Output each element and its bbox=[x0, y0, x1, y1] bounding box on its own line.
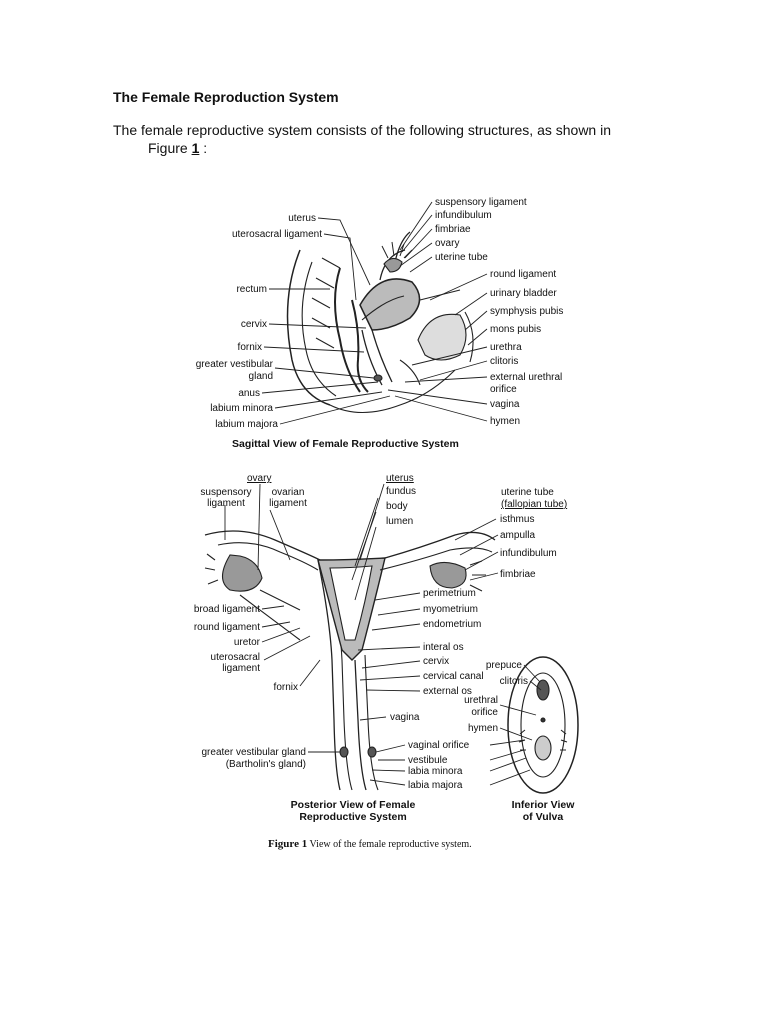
label-ovary: ovary bbox=[435, 238, 459, 249]
intro-text-continued: Figure 1 : bbox=[148, 140, 207, 156]
label-uterosacral: uterosacral bbox=[211, 652, 260, 663]
label-fallopian-tube: (fallopian tube) bbox=[501, 499, 567, 510]
label-fimbriae: fimbriae bbox=[435, 224, 471, 235]
label-uterine-tube-top: uterine tube bbox=[501, 487, 554, 498]
label-labia-majora: labia majora bbox=[408, 780, 463, 791]
sagittal-left-labels: uterus uterosacral ligament rectum cervi… bbox=[196, 213, 322, 430]
label-infundibulum: infundibulum bbox=[435, 210, 492, 221]
vulva-labels: prepuce clitoris urethral orifice hymen bbox=[464, 660, 528, 734]
label-urethra: urethra bbox=[490, 342, 522, 353]
label-vagina-posterior: vagina bbox=[390, 712, 420, 723]
label-cervix: cervix bbox=[241, 319, 267, 330]
label-uterus: uterus bbox=[288, 213, 316, 224]
posterior-drawing bbox=[204, 530, 496, 791]
label-vaginal-orifice: vaginal orifice bbox=[408, 740, 470, 751]
label-suspensory-ligament: suspensory ligament bbox=[435, 197, 527, 208]
label-bartholins-gland: (Bartholin's gland) bbox=[226, 759, 306, 770]
intro-prefix: Figure bbox=[148, 140, 188, 156]
posterior-title-line2: Reproductive System bbox=[299, 811, 406, 823]
label-ovarian: ovarian bbox=[272, 487, 305, 498]
caption-text: View of the female reproductive system. bbox=[307, 839, 472, 850]
label-perimetrium: perimetrium bbox=[423, 588, 476, 599]
label-symphysis-pubis: symphysis pubis bbox=[490, 306, 563, 317]
label-lumen: lumen bbox=[386, 516, 413, 527]
label-ligament-ovarian: ligament bbox=[269, 498, 307, 509]
label-orifice-vulva: orifice bbox=[471, 707, 498, 718]
label-ovary-top: ovary bbox=[247, 473, 271, 484]
label-vagina: vagina bbox=[490, 399, 520, 410]
vulva-leaders bbox=[489, 664, 542, 786]
label-fimbriae-posterior: fimbriae bbox=[500, 569, 536, 580]
sagittal-drawing bbox=[286, 231, 474, 413]
label-myometrium: myometrium bbox=[423, 604, 478, 615]
intro-suffix: : bbox=[199, 140, 208, 156]
label-labia-minora: labia minora bbox=[408, 766, 463, 777]
label-urethral: urethral bbox=[464, 695, 498, 706]
label-mons-pubis: mons pubis bbox=[490, 324, 541, 335]
label-fornix-posterior: fornix bbox=[274, 682, 298, 693]
label-ligament-uterosacral: ligament bbox=[222, 663, 260, 674]
label-clitoris: clitoris bbox=[490, 356, 518, 367]
label-greater-vestibular: greater vestibular bbox=[196, 359, 274, 370]
label-round-ligament-posterior: round ligament bbox=[194, 622, 260, 633]
vulva-title-line1: Inferior View bbox=[512, 799, 576, 811]
label-infundibulum-posterior: infundibulum bbox=[500, 548, 557, 559]
figure-link[interactable]: 1 bbox=[191, 140, 200, 156]
label-labium-majora: labium majora bbox=[215, 419, 278, 430]
label-clitoris-vulva: clitoris bbox=[500, 676, 528, 687]
label-uterus-top: uterus bbox=[386, 473, 414, 484]
label-endometrium: endometrium bbox=[423, 619, 481, 630]
label-body: body bbox=[386, 501, 408, 512]
label-interal-os: interal os bbox=[423, 642, 464, 653]
label-orifice: orifice bbox=[490, 384, 517, 395]
intro-text: The female reproductive system consists … bbox=[113, 122, 611, 138]
caption-label: Figure 1 bbox=[268, 838, 308, 850]
sagittal-right-labels: suspensory ligament infundibulum fimbria… bbox=[435, 197, 563, 427]
label-labium-minora: labium minora bbox=[210, 403, 273, 414]
vulva-title-line2: of Vulva bbox=[523, 811, 564, 823]
label-external-os: external os bbox=[423, 686, 472, 697]
sagittal-leaders bbox=[261, 201, 488, 425]
label-fundus: fundus bbox=[386, 486, 416, 497]
label-vestibule: vestibule bbox=[408, 755, 448, 766]
label-ligament-suspensory: ligament bbox=[207, 498, 245, 509]
posterior-left-labels: broad ligament round ligament uretor ute… bbox=[194, 604, 306, 770]
label-external-urethral: external urethral bbox=[490, 372, 562, 383]
label-fornix: fornix bbox=[238, 342, 262, 353]
label-uretor: uretor bbox=[234, 637, 261, 648]
label-cervical-canal: cervical canal bbox=[423, 671, 484, 682]
label-hymen-vulva: hymen bbox=[468, 723, 498, 734]
label-broad-ligament: broad ligament bbox=[194, 604, 260, 615]
label-anus: anus bbox=[238, 388, 260, 399]
label-gland: gland bbox=[249, 371, 273, 382]
label-urinary-bladder: urinary bladder bbox=[490, 288, 557, 299]
label-hymen: hymen bbox=[490, 416, 520, 427]
label-isthmus: isthmus bbox=[500, 514, 534, 525]
label-uterosacral-ligament: uterosacral ligament bbox=[232, 229, 322, 240]
label-rectum: rectum bbox=[236, 284, 267, 295]
figure-caption: Figure 1 View of the female reproductive… bbox=[268, 838, 472, 850]
label-cervix-posterior: cervix bbox=[423, 656, 449, 667]
label-round-ligament: round ligament bbox=[490, 269, 556, 280]
label-ampulla: ampulla bbox=[500, 530, 535, 541]
posterior-title-line1: Posterior View of Female bbox=[291, 799, 416, 811]
page-heading: The Female Reproduction System bbox=[113, 89, 339, 105]
label-greater-vestibular-gland: greater vestibular gland bbox=[201, 747, 306, 758]
label-uterine-tube: uterine tube bbox=[435, 252, 488, 263]
posterior-leaders bbox=[224, 483, 499, 786]
label-prepuce: prepuce bbox=[486, 660, 523, 671]
posterior-right-labels: isthmus ampulla infundibulum fimbriae pe… bbox=[390, 514, 557, 791]
posterior-top-labels: ovary suspensory ligament ovarian ligame… bbox=[200, 473, 567, 527]
label-suspensory: suspensory bbox=[200, 487, 251, 498]
sagittal-title: Sagittal View of Female Reproductive Sys… bbox=[232, 438, 459, 450]
